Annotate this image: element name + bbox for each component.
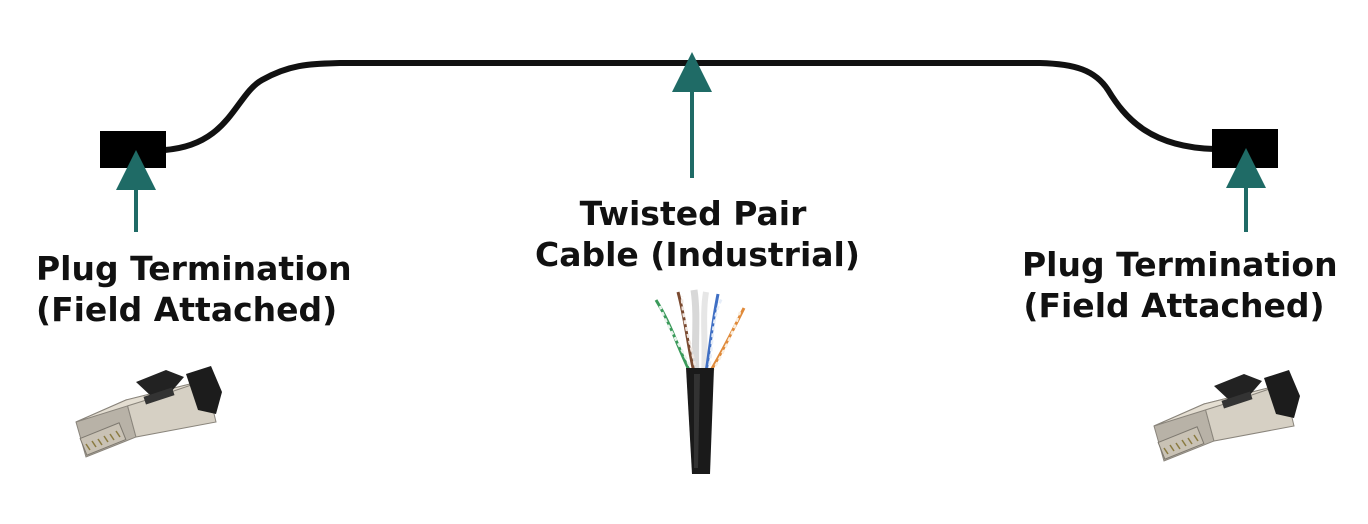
right-plug-label: Plug Termination (Field Attached) bbox=[1022, 244, 1338, 326]
cable-line bbox=[162, 60, 1217, 153]
cable-label-line1: Twisted Pair bbox=[579, 194, 807, 233]
cable-label-line2: Cable (Industrial) bbox=[535, 235, 860, 274]
left-rj45-plug-icon bbox=[75, 366, 222, 458]
right-connector-block bbox=[1212, 129, 1278, 168]
right-plug-label-line1: Plug Termination bbox=[1022, 245, 1338, 284]
right-plug-label-line2: (Field Attached) bbox=[1023, 286, 1325, 325]
right-rj45-plug-icon bbox=[1153, 370, 1300, 462]
left-connector-block bbox=[100, 131, 166, 168]
left-plug-label-line2: (Field Attached) bbox=[36, 290, 338, 329]
left-plug-label: Plug Termination (Field Attached) bbox=[36, 248, 352, 330]
twisted-pair-cable-icon bbox=[654, 289, 746, 474]
left-plug-label-line1: Plug Termination bbox=[36, 249, 352, 288]
cable-label: Twisted Pair Cable (Industrial) bbox=[535, 193, 860, 275]
